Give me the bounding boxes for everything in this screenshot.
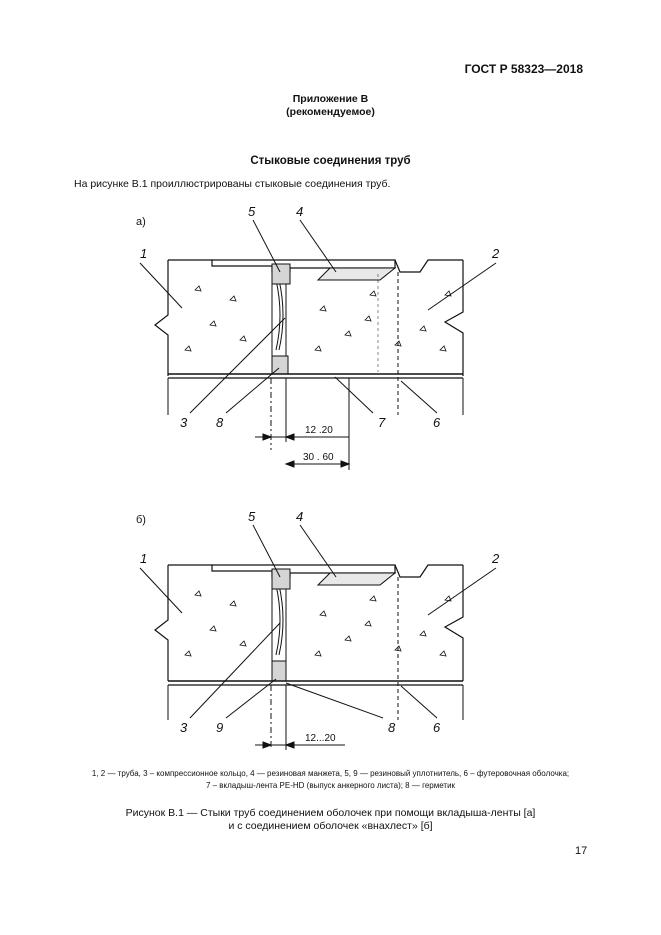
intro-paragraph: На рисунке В.1 проиллюстрированы стыковы… <box>74 178 391 190</box>
legend-line-2: 7 – вкладыш-лента PE-HD (выпуск анкерног… <box>205 781 456 790</box>
figure-a-drawing: 5 4 1 2 3 8 7 6 12 .20 30 . 60 <box>139 204 500 470</box>
fig-b-callout-3: 3 <box>180 720 188 735</box>
fig-a-callout-2: 2 <box>491 246 500 261</box>
figure-b-drawing: 5 4 1 2 3 9 8 6 12...20 <box>139 509 500 750</box>
fig-a-callout-1: 1 <box>140 246 147 261</box>
fig-b-callout-1: 1 <box>140 551 147 566</box>
fig-b-callout-9: 9 <box>216 720 223 735</box>
section-heading: Стыковые соединения труб <box>250 155 411 167</box>
fig-b-callout-8: 8 <box>388 720 396 735</box>
standard-number: ГОСТ Р 58323—2018 <box>464 62 583 76</box>
fig-a-callout-6: 6 <box>433 415 441 430</box>
fig-b-callout-4: 4 <box>296 509 303 524</box>
fig-a-callout-7: 7 <box>378 415 386 430</box>
fig-b-callout-5: 5 <box>248 509 256 524</box>
annex-title: Приложение В <box>292 93 369 105</box>
fig-a-dim-2: 30 . 60 <box>303 452 334 463</box>
figure-b-label: б) <box>136 514 146 526</box>
fig-a-callout-4: 4 <box>296 204 303 219</box>
fig-b-dim-1: 12...20 <box>305 733 336 744</box>
page-number: 17 <box>575 845 588 857</box>
fig-b-callout-6: 6 <box>433 720 441 735</box>
figure-a-label: а) <box>136 216 146 228</box>
fig-b-callout-2: 2 <box>491 551 500 566</box>
figure-caption-line-2: и с соединением оболочек «внахлест» [б] <box>228 820 433 832</box>
legend-line-1: 1, 2 — труба, 3 – компрессионное кольцо,… <box>91 769 570 778</box>
fig-a-callout-3: 3 <box>180 415 188 430</box>
figure-caption-line-1: Рисунок В.1 — Стыки труб соединением обо… <box>125 807 536 819</box>
fig-a-callout-8: 8 <box>216 415 224 430</box>
fig-a-dim-1: 12 .20 <box>305 425 333 436</box>
annex-status: (рекомендуемое) <box>286 106 375 118</box>
fig-a-callout-5: 5 <box>248 204 256 219</box>
